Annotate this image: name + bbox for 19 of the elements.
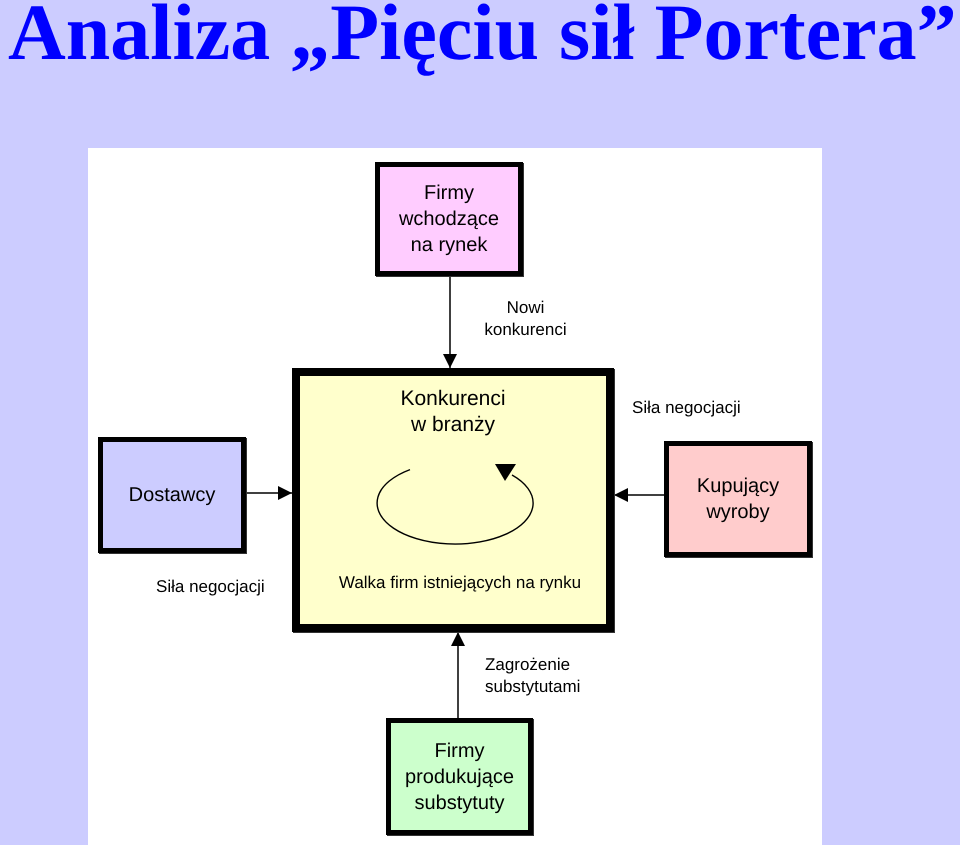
text-label: Siła negocjacji [156, 576, 265, 598]
node-heading: Konkurenci w branży [399, 386, 507, 438]
arrow [451, 632, 465, 718]
arrow [614, 488, 664, 502]
edge-label: Zagrożenie substytutami [485, 654, 582, 698]
process-box [375, 162, 523, 276]
node-label: Dostawcy [128, 483, 216, 508]
node-label: Firmy wchodzące na rynek [398, 181, 500, 258]
edge-label: Nowi konkurenci [483, 297, 568, 341]
central-box [292, 368, 614, 632]
node-label: Kupujący wyroby [696, 474, 780, 525]
arrow [443, 276, 457, 368]
node-label: Firmy produkujące substytuty [404, 738, 515, 816]
edge-label: Siła negocjacji [632, 397, 741, 419]
node-text: Walka firm istniejących na rynku [338, 572, 582, 594]
process-box [386, 718, 533, 835]
process-box [98, 437, 246, 553]
arrow [246, 486, 292, 500]
process-box [664, 441, 812, 557]
